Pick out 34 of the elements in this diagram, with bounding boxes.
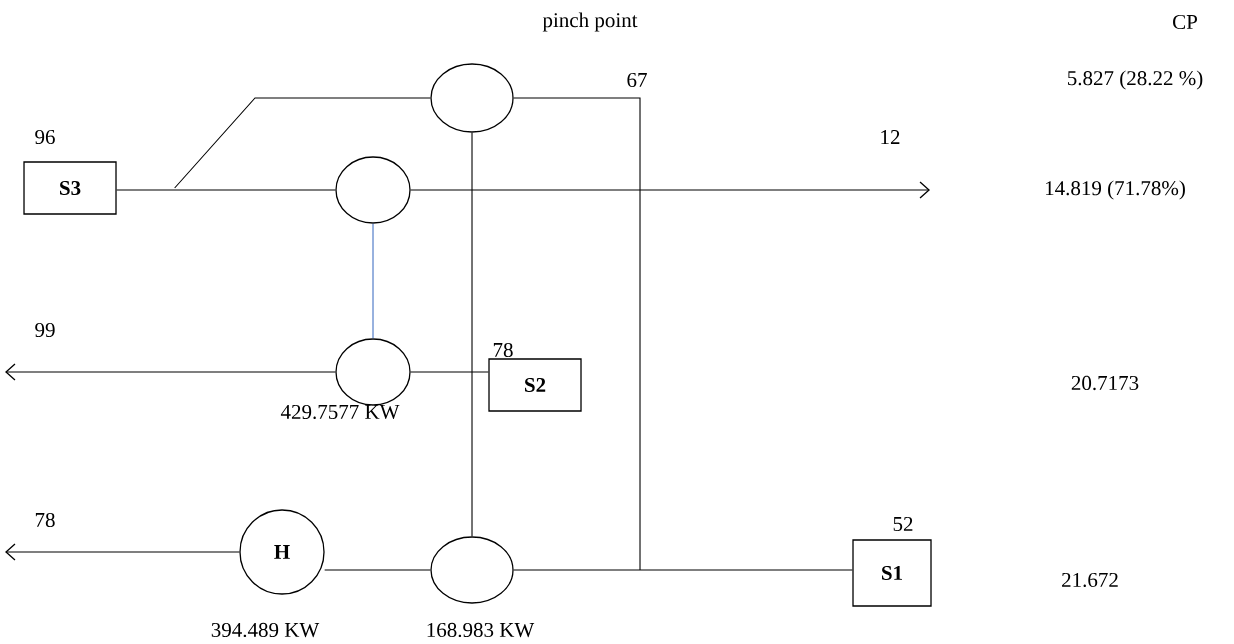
arrow	[410, 181, 930, 199]
duty-label: 394.489 KW	[211, 622, 320, 638]
heat-exchanger-circle	[430, 536, 514, 604]
heat-exchanger-circle	[335, 338, 411, 406]
temperature-label: 78	[493, 342, 513, 358]
text-label: 5.827 (28.22 %)	[1068, 70, 1203, 90]
text-label: 12	[881, 130, 900, 144]
arrow	[5, 543, 240, 561]
duty-label: 429.7577 KW	[280, 404, 400, 420]
connector-line	[324, 569, 431, 571]
text-label: 14.819 (71.78%)	[1046, 180, 1185, 200]
text-label: 20.7173	[1071, 375, 1139, 391]
connector-line	[513, 569, 853, 571]
connector-line	[174, 97, 431, 189]
stream-box: S2	[488, 358, 582, 412]
connector-line	[410, 371, 489, 373]
text-label: 99	[35, 322, 55, 338]
connector-line	[471, 132, 473, 537]
connector-line	[372, 223, 374, 339]
text-label: pinch point	[542, 12, 638, 32]
arrow	[5, 363, 336, 381]
temperature-label: 96	[35, 129, 55, 145]
text-label: 78	[35, 512, 55, 528]
heat-exchanger-circle	[430, 63, 514, 133]
text-label: CP	[1173, 14, 1197, 30]
text-label: 67	[627, 72, 647, 88]
heat-exchanger-circle	[335, 156, 411, 224]
text-label: 21.672	[1062, 572, 1118, 588]
duty-label: 168.983 KW	[427, 622, 535, 638]
connector-line	[116, 189, 336, 191]
stream-box: S1	[852, 539, 932, 607]
stream-box: S3	[23, 161, 117, 215]
connector-line	[513, 97, 641, 571]
temperature-label: 52	[893, 516, 913, 532]
